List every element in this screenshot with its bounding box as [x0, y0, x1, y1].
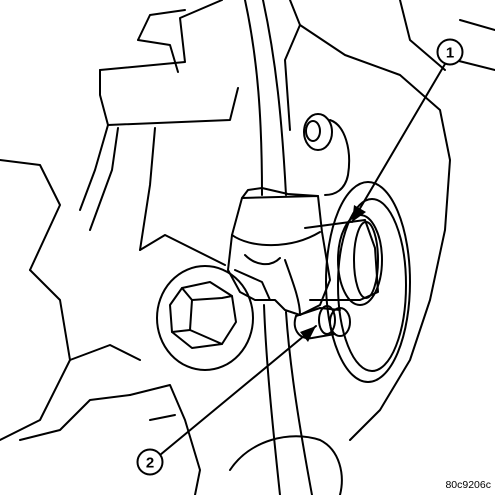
callout-1-number: 1 [446, 45, 454, 62]
callout-1: 1 [436, 38, 464, 66]
cover-housing [284, 0, 495, 441]
lower-wire [263, 304, 313, 495]
callout-2-arrowhead [300, 326, 316, 342]
upper-bolt [303, 113, 333, 151]
engine-bracket [0, 0, 239, 441]
wire-harness [244, 0, 287, 196]
locating-stud [293, 305, 351, 340]
callout-2: 2 [136, 448, 164, 476]
callout-2-number: 2 [146, 455, 154, 472]
callout-1-leader [351, 63, 446, 223]
lower-bracket [129, 384, 343, 495]
callout-2-leader [159, 325, 317, 456]
hex-bolt [156, 265, 271, 371]
sensor-assembly [227, 181, 411, 383]
callout-1-arrowhead [352, 205, 366, 222]
figure-code: 80c9206c [445, 479, 491, 491]
